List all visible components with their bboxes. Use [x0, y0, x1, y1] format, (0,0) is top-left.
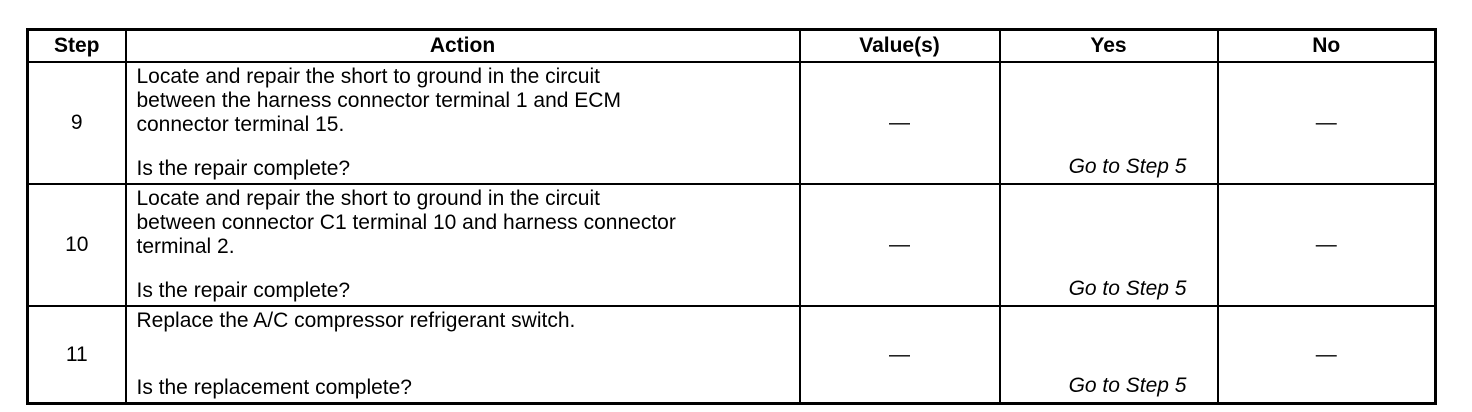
action-question: Is the repair complete?: [136, 157, 351, 180]
action-text: Locate and repair the short to ground in…: [137, 187, 789, 259]
no-cell: —: [1216, 305, 1437, 405]
action-text: Replace the A/C compressor refrigerant s…: [137, 309, 789, 333]
header-action: Action: [124, 28, 801, 63]
value-dash: —: [889, 233, 910, 256]
yes-text: Go to Step 5: [1068, 155, 1187, 178]
action-question: Is the replacement complete?: [136, 376, 412, 399]
yes-cell: Go to Step 5: [998, 305, 1219, 405]
yes-cell: Go to Step 5: [998, 183, 1219, 307]
action-line: Locate and repair the short to ground in…: [136, 65, 600, 88]
action-line: Locate and repair the short to ground in…: [136, 187, 600, 210]
action-line: Replace the A/C compressor refrigerant s…: [136, 309, 576, 332]
diagnostic-table: Step Action Value(s) Yes No 9 Locate and…: [26, 28, 1437, 405]
header-no: No: [1216, 28, 1437, 63]
value-cell: —: [798, 183, 1001, 307]
header-step: Step: [26, 28, 127, 63]
yes-text: Go to Step 5: [1068, 374, 1187, 397]
step-number: 10: [26, 183, 127, 307]
header-yes: Yes: [998, 28, 1219, 63]
action-line: between connector C1 terminal 10 and har…: [136, 211, 676, 234]
action-line: terminal 2.: [136, 235, 235, 258]
action-cell: Locate and repair the short to ground in…: [124, 61, 801, 185]
header-values: Value(s): [798, 28, 1001, 63]
action-line: connector terminal 15.: [136, 113, 345, 136]
action-line: between the harness connector terminal 1…: [136, 89, 621, 112]
table-row: 9 Locate and repair the short to ground …: [26, 61, 1437, 185]
value-cell: —: [798, 61, 1001, 185]
no-cell: —: [1216, 61, 1437, 185]
action-text: Locate and repair the short to ground in…: [137, 65, 789, 137]
value-dash: —: [889, 342, 910, 366]
no-dash: —: [1315, 233, 1337, 256]
step-number: 9: [26, 61, 127, 185]
action-question: Is the repair complete?: [136, 279, 351, 302]
no-dash: —: [1315, 342, 1337, 366]
action-cell: Replace the A/C compressor refrigerant s…: [124, 305, 801, 405]
step-number: 11: [26, 305, 127, 405]
action-cell: Locate and repair the short to ground in…: [124, 183, 801, 307]
table-row: 10 Locate and repair the short to ground…: [26, 183, 1437, 307]
value-dash: —: [889, 111, 910, 134]
no-cell: —: [1216, 183, 1437, 307]
yes-cell: Go to Step 5: [998, 61, 1219, 185]
header-row: Step Action Value(s) Yes No: [26, 28, 1437, 63]
value-cell: —: [798, 305, 1001, 405]
table-row: 11 Replace the A/C compressor refrigeran…: [26, 305, 1437, 405]
yes-text: Go to Step 5: [1068, 277, 1187, 300]
no-dash: —: [1315, 111, 1337, 134]
